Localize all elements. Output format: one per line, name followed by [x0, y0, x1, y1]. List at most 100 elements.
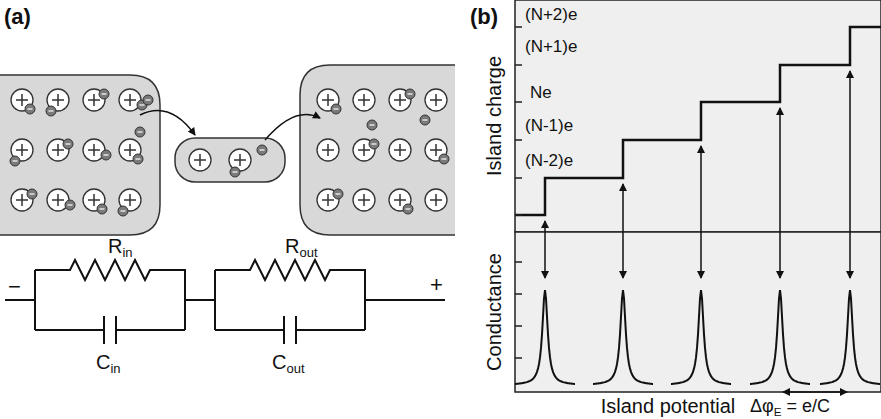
plus-sign — [430, 194, 442, 206]
minus-sign — [102, 93, 107, 94]
plus-sign — [88, 94, 100, 106]
minus-sign — [336, 193, 341, 194]
electron — [333, 189, 343, 199]
plus-sign — [52, 144, 64, 156]
positive-ion — [353, 89, 375, 111]
spacing-arrow — [783, 391, 847, 393]
minus-sign — [408, 93, 413, 94]
electron — [25, 104, 35, 114]
peak — [671, 290, 731, 384]
electron — [135, 127, 145, 137]
text-label: − — [8, 276, 21, 298]
plus-sign — [194, 154, 206, 166]
plus-sign — [322, 144, 334, 156]
panel-label: (b) — [470, 6, 498, 28]
minus-sign — [13, 160, 18, 161]
electron — [420, 115, 430, 125]
electron — [331, 104, 341, 114]
plus-sign — [358, 194, 370, 206]
minus-sign — [140, 104, 145, 105]
plus-sign — [16, 194, 28, 206]
minus-sign — [423, 119, 428, 120]
tunnel-arrow — [265, 114, 320, 140]
plus-sign — [88, 194, 100, 206]
plus-sign — [322, 194, 334, 206]
text-label: Cout — [272, 352, 305, 372]
island — [175, 138, 285, 182]
panel-label: (a) — [4, 6, 31, 28]
text-label: Island potential — [601, 396, 736, 416]
positive-ion — [389, 139, 411, 161]
peak — [750, 290, 810, 384]
minus-sign — [260, 149, 265, 150]
minus-sign — [442, 158, 447, 159]
plus-sign — [234, 154, 246, 166]
correspondence-arrows — [545, 71, 850, 278]
minus-sign — [104, 154, 109, 155]
text-label: Rin — [108, 236, 133, 256]
plus-sign — [394, 144, 406, 156]
tunnel-arrow — [140, 111, 195, 136]
axis-label: Conductance — [484, 253, 504, 371]
minus-sign — [146, 99, 151, 100]
plus-sign — [52, 194, 64, 206]
ions — [10, 89, 449, 216]
text-label: (N+2)e — [525, 6, 577, 23]
plus-sign — [358, 144, 370, 156]
positive-ion — [425, 89, 447, 111]
text-label: ΔφE = e/C — [748, 397, 832, 415]
text-label: + — [430, 274, 443, 296]
text-label: (N-2)e — [525, 152, 573, 169]
axis-label: Island charge — [484, 56, 504, 176]
conductance-peaks — [515, 290, 880, 384]
electron — [99, 89, 109, 99]
plus-sign — [88, 144, 100, 156]
text-label: Ne — [530, 84, 552, 101]
plus-sign — [394, 94, 406, 106]
electron — [439, 154, 449, 164]
text-label: Cin — [96, 352, 121, 372]
right-electrode — [300, 65, 455, 235]
peak — [820, 290, 880, 384]
staircase — [515, 27, 881, 215]
plus-sign — [358, 94, 370, 106]
electron — [101, 150, 111, 160]
electron — [367, 120, 377, 130]
ticks — [515, 27, 522, 358]
double-arrow — [544, 221, 546, 278]
plus-sign — [16, 144, 28, 156]
electron — [27, 189, 37, 199]
plus-sign — [124, 144, 136, 156]
circuit — [5, 260, 445, 344]
plus-sign — [52, 94, 64, 106]
text-label: (N-1)e — [525, 117, 573, 134]
minus-sign — [406, 208, 411, 209]
minus-sign — [136, 158, 141, 159]
positive-ion — [317, 139, 339, 161]
minus-sign — [68, 204, 73, 205]
minus-sign — [233, 171, 238, 172]
minus-sign — [66, 143, 71, 144]
minus-sign — [30, 193, 35, 194]
conductance-plot — [515, 232, 881, 392]
text-label: Rout — [285, 236, 318, 256]
plus-sign — [124, 94, 136, 106]
positive-ion — [189, 149, 211, 171]
positive-ion — [425, 189, 447, 211]
electron — [63, 139, 73, 149]
electron — [143, 95, 153, 105]
electron — [133, 154, 143, 164]
left-electrode — [0, 75, 160, 235]
peak — [515, 290, 575, 384]
electron — [97, 204, 107, 214]
plus-sign — [16, 94, 28, 106]
peak — [593, 290, 653, 384]
plus-sign — [322, 94, 334, 106]
charge-plot — [515, 0, 881, 232]
positive-ion — [353, 189, 375, 211]
minus-sign — [370, 124, 375, 125]
plus-sign — [430, 94, 442, 106]
minus-sign — [121, 210, 126, 211]
double-arrow — [779, 108, 781, 278]
